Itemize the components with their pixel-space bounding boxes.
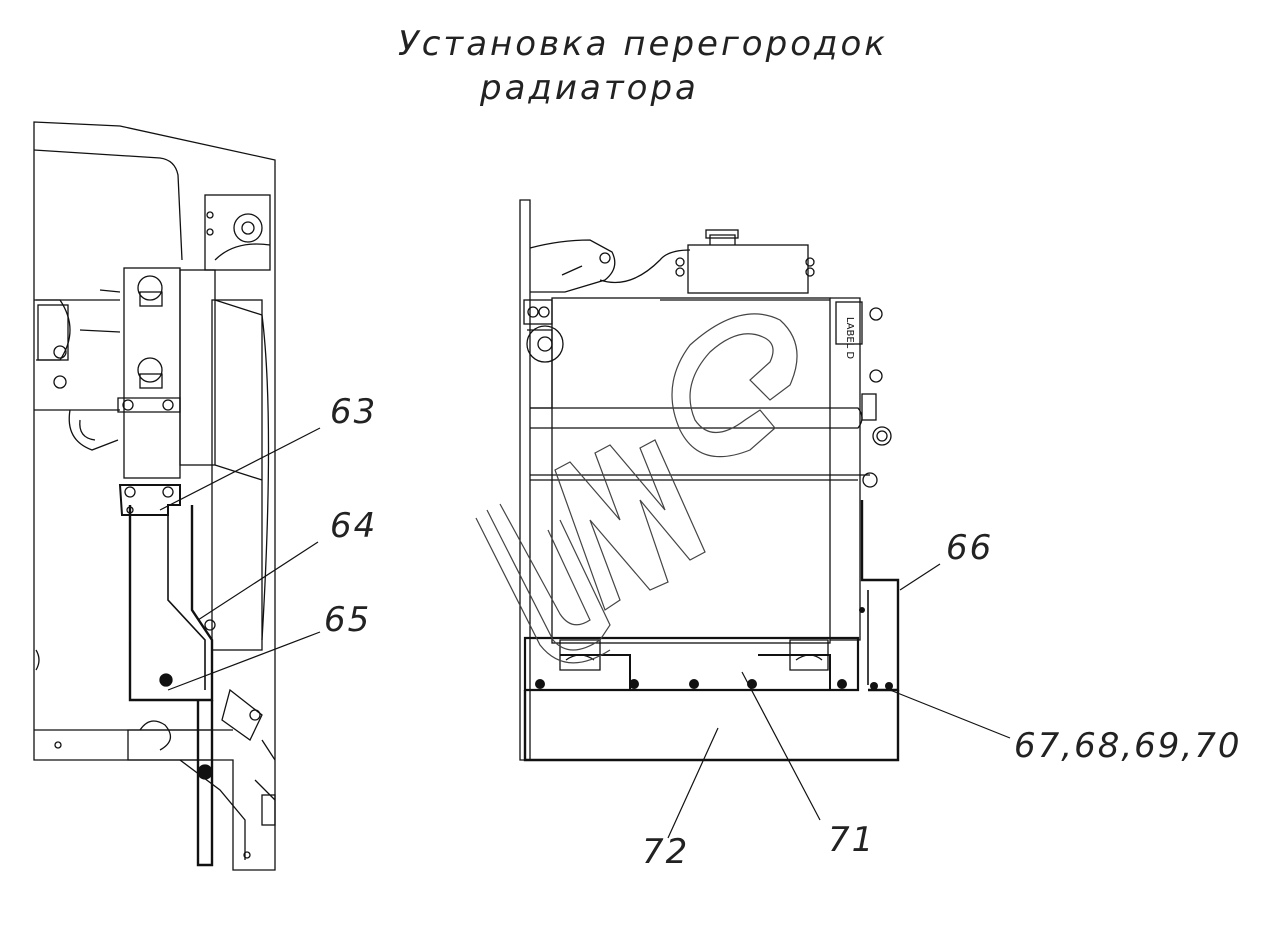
drawing-title-line-1: Установка перегородок [398, 24, 888, 64]
callout-67-68-69-70: 67,68,69,70 [1014, 726, 1242, 766]
umg-watermark [475, 313, 798, 664]
leader-lines [159, 427, 1011, 839]
callout-63: 63 [330, 392, 378, 432]
drawing-title-line-2: радиатора [480, 68, 699, 108]
right-front-view [519, 199, 900, 762]
callout-72: 72 [642, 832, 690, 872]
left-side-view [33, 121, 276, 871]
callout-65: 65 [324, 600, 372, 640]
callout-64: 64 [330, 506, 378, 546]
callout-66: 66 [946, 528, 994, 568]
label-plate-text: LABEL D [844, 317, 855, 360]
callout-71: 71 [828, 820, 876, 860]
